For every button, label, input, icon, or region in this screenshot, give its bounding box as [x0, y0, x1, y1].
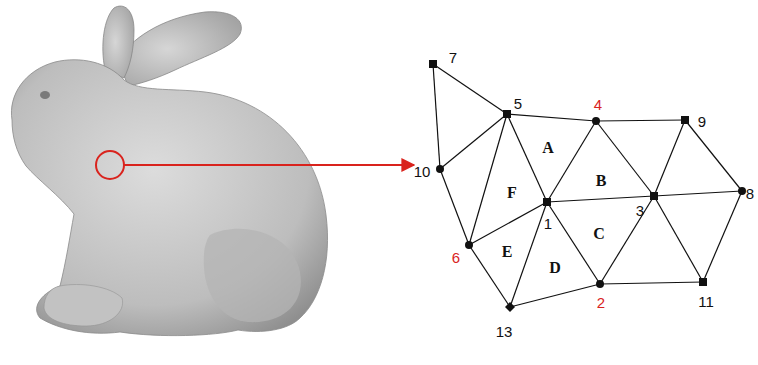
mesh-edge: [507, 114, 596, 121]
mesh-edge: [507, 114, 547, 202]
mesh-edge: [654, 191, 742, 196]
vertex-square: [650, 192, 658, 200]
face-letter: C: [593, 226, 605, 242]
vertex-number: 7: [449, 50, 457, 65]
mesh-edge: [547, 196, 654, 202]
mesh-edge: [433, 64, 440, 169]
vertex-dot: [465, 241, 473, 249]
vertex-number: 6: [452, 250, 460, 265]
vertex-square: [699, 278, 707, 286]
mesh-edge: [685, 120, 742, 191]
vertex-dot: [738, 187, 746, 195]
mesh-edge: [547, 202, 600, 284]
mesh-edge: [469, 114, 507, 245]
mesh-edge: [654, 120, 685, 196]
mesh-edge: [510, 202, 547, 307]
mesh-edge: [654, 196, 703, 282]
vertex-square: [429, 60, 437, 68]
face-letter: B: [596, 173, 607, 189]
face-letter: D: [549, 260, 561, 276]
vertex-diamond: [505, 302, 515, 312]
mesh-edge: [433, 64, 507, 114]
vertex-number: 5: [514, 96, 522, 111]
mesh-edge: [600, 196, 654, 284]
vertex-dot: [596, 280, 604, 288]
mesh-edge: [596, 120, 685, 121]
mesh-edge: [547, 121, 596, 202]
mesh-edge: [510, 284, 600, 307]
mesh-edge: [596, 121, 654, 196]
mesh-edge: [600, 282, 703, 284]
vertex-number: 1: [544, 216, 552, 231]
vertex-dot: [436, 165, 444, 173]
vertex-number: 9: [698, 114, 706, 129]
vertex-number: 2: [597, 295, 605, 310]
vertex-number: 3: [636, 203, 644, 218]
vertex-number: 13: [496, 324, 513, 339]
vertex-square: [543, 198, 551, 206]
vertex-number: 11: [698, 294, 714, 309]
vertex-number: 8: [746, 186, 754, 201]
mesh-edge: [703, 191, 742, 282]
face-letter: E: [502, 244, 513, 260]
mesh-edge: [440, 169, 469, 245]
face-letter: A: [542, 140, 554, 156]
mesh-edge: [469, 202, 547, 245]
vertex-square: [681, 116, 689, 124]
vertex-square: [503, 110, 511, 118]
vertex-number: 10: [414, 164, 431, 179]
mesh-edge: [440, 114, 507, 169]
vertex-number: 4: [594, 97, 602, 112]
face-letter: F: [507, 185, 517, 201]
vertex-dot: [592, 117, 600, 125]
